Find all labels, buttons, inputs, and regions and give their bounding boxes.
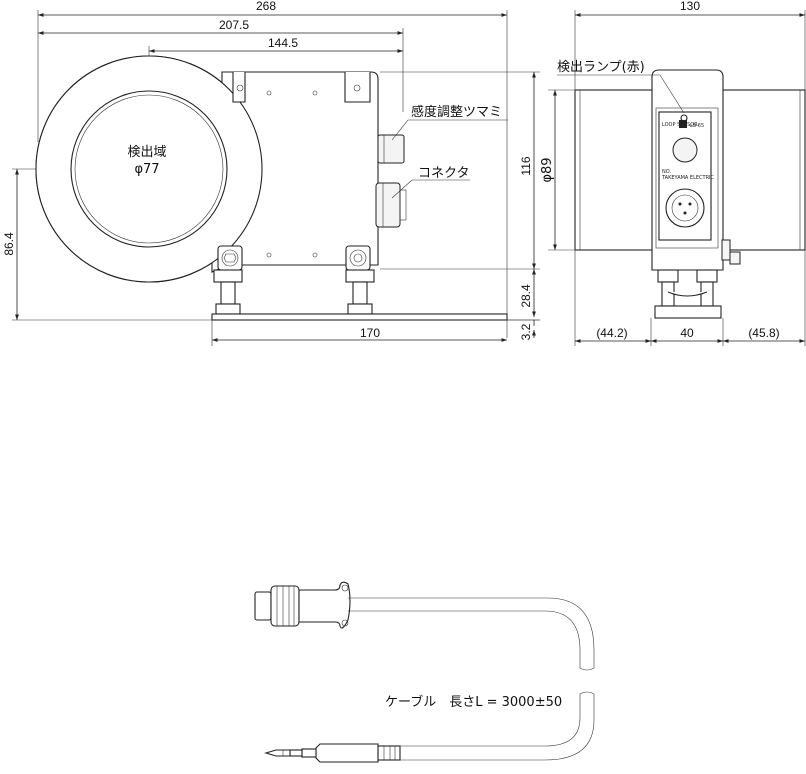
- bolt-right: [345, 245, 371, 271]
- label-detection-lamp: 検出ランプ(赤): [557, 60, 645, 75]
- ring-side-left: [574, 89, 654, 251]
- phone-plug: [264, 743, 401, 763]
- panel-model: LS-65: [690, 123, 704, 129]
- mount-feet: [213, 269, 375, 315]
- dim-28: 28.4: [519, 284, 533, 308]
- label-sensitivity-knob: 感度調整ツマミ: [411, 104, 502, 120]
- front-view: 268 207.5 144.5 116 86.4 28.4 3.2 170 検出…: [2, 0, 540, 346]
- dim-44: (44.2): [596, 326, 627, 340]
- leader-lamp: [557, 74, 685, 114]
- connector-body: [375, 182, 401, 228]
- bolt-left: [217, 245, 243, 271]
- dim-268: 268: [256, 0, 276, 13]
- dim-3-2: 3.2: [519, 323, 533, 340]
- cable-lower: [400, 694, 595, 761]
- side-view: LOOP SENSOR LS-65 NO. TAKEYAMA ELECTRIC …: [540, 0, 806, 346]
- dim-45: (45.8): [748, 326, 779, 340]
- leader-connector: [391, 179, 470, 199]
- cable-upper: [348, 597, 595, 668]
- cable-connector-cap: [254, 591, 272, 621]
- panel-maker: TAKEYAMA ELECTRIC: [661, 175, 715, 181]
- panel-knob: [672, 137, 698, 163]
- label-detection-area: 検出域: [127, 145, 166, 160]
- dim-207: 207.5: [219, 18, 249, 32]
- dim-116: 116: [519, 156, 533, 175]
- dim-130: 130: [680, 0, 700, 13]
- panel-connector: [665, 188, 705, 228]
- ring-side-right: [721, 89, 806, 251]
- dim-phi-89: φ89: [540, 157, 555, 182]
- cable-assembly: ケーブル 長さL = 3000±50: [254, 581, 595, 763]
- dim-86: 86.4: [2, 232, 16, 256]
- panel-no: NO.: [662, 169, 671, 175]
- dim-170: 170: [360, 326, 380, 340]
- cable-connector-body: [270, 585, 300, 627]
- label-connector: コネクタ: [418, 166, 469, 181]
- sensor-ring-inner: [70, 90, 228, 248]
- dim-144: 144.5: [268, 36, 298, 50]
- cable-label: ケーブル 長さL = 3000±50: [385, 694, 562, 710]
- sensitivity-knob: [377, 134, 405, 164]
- base-plate: [211, 313, 508, 321]
- dim-40: 40: [680, 326, 694, 340]
- label-aperture: φ77: [134, 162, 159, 177]
- leader-knob: [391, 119, 508, 141]
- cable-connector-flange: [298, 581, 351, 629]
